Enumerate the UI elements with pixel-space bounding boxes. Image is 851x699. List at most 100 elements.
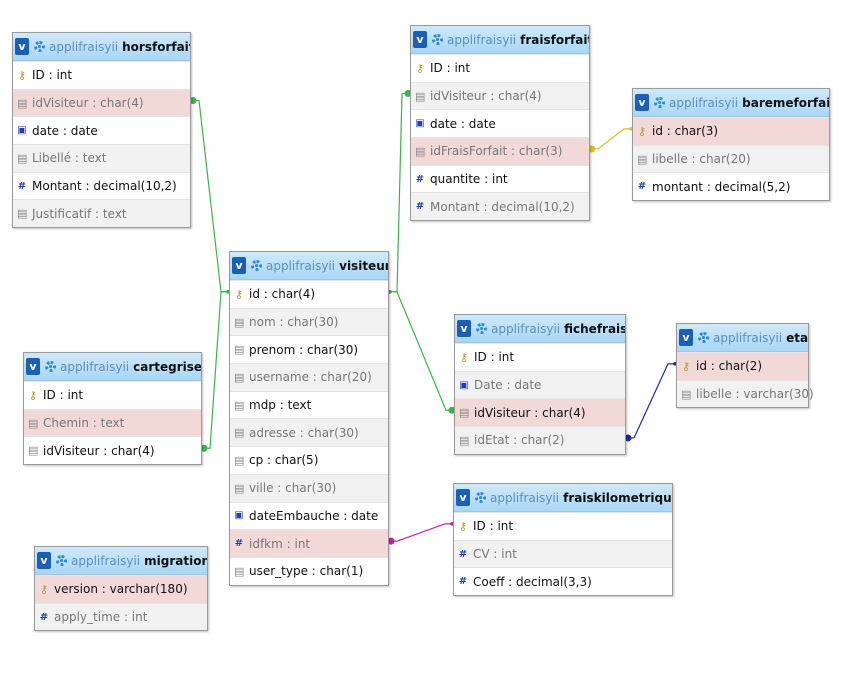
column-row[interactable]: ▤libelle : varchar(30): [677, 379, 814, 408]
column-row[interactable]: #Coeff : decimal(3,3): [454, 567, 672, 595]
column-row[interactable]: ▤Justificatif : text: [13, 199, 190, 228]
collapse-toggle-button[interactable]: v: [37, 552, 51, 569]
gear-icon[interactable]: [34, 41, 45, 52]
column-row[interactable]: ▣date : date: [13, 116, 190, 144]
collapse-toggle-button[interactable]: v: [635, 94, 649, 111]
column-row[interactable]: ▣dateEmbauche : date: [230, 501, 388, 530]
table-name: cartegrise: [133, 359, 201, 374]
column-row[interactable]: #apply_time : int: [35, 602, 207, 631]
key-icon: ⚷: [681, 359, 691, 373]
column-label: cp : char(5): [249, 453, 319, 468]
table-name: etat: [786, 330, 808, 345]
numeric-icon: #: [17, 180, 27, 192]
column-row[interactable]: ▤adresse : char(30): [230, 418, 388, 447]
text-icon: ▤: [17, 207, 28, 221]
column-row[interactable]: ▤prenom : char(30): [230, 335, 388, 363]
gear-icon[interactable]: [476, 323, 487, 334]
column-row[interactable]: #CV : int: [454, 539, 672, 568]
column-row[interactable]: #quantite : int: [411, 164, 589, 193]
text-icon: ▤: [234, 453, 245, 467]
column-row[interactable]: ⚷id : char(2): [677, 352, 808, 380]
gear-icon[interactable]: [698, 332, 709, 343]
column-row[interactable]: ▤idVisiteur : char(4): [411, 81, 589, 110]
numeric-icon: #: [458, 548, 468, 560]
column-row[interactable]: ▤idFraisForfait : char(3): [411, 137, 589, 165]
gear-icon[interactable]: [475, 492, 486, 503]
gear-icon[interactable]: [45, 361, 56, 372]
column-row[interactable]: ▤idVisiteur : char(4): [13, 88, 190, 117]
column-row[interactable]: ▤ Chemin : text: [24, 408, 201, 437]
numeric-icon: #: [458, 576, 468, 588]
column-row[interactable]: ▤ville : char(30): [230, 473, 388, 502]
column-row[interactable]: ⚷ID : int: [24, 381, 201, 409]
column-row[interactable]: ▣date : date: [411, 109, 589, 137]
column-row[interactable]: ▣Date : date: [455, 370, 625, 399]
text-icon: ▤: [234, 398, 245, 412]
gear-icon[interactable]: [654, 97, 665, 108]
database-name: applifraisyii: [669, 95, 739, 110]
column-row[interactable]: ⚷ID : int: [13, 61, 190, 89]
column-row[interactable]: ⚷ID : int: [455, 343, 625, 371]
column-row[interactable]: ▤mdp : text: [230, 390, 388, 419]
column-row[interactable]: ▤idVisiteur : char(4): [24, 436, 201, 464]
collapse-toggle-button[interactable]: v: [457, 320, 471, 337]
gear-icon[interactable]: [56, 555, 67, 566]
column-row[interactable]: ▤libelle : char(20): [633, 144, 829, 173]
collapse-toggle-button[interactable]: v: [15, 38, 29, 55]
text-icon: ▤: [28, 416, 39, 430]
column-row[interactable]: ⚷id : char(4): [230, 280, 388, 308]
column-row[interactable]: ▤idEtat : char(2): [455, 426, 625, 454]
gear-icon[interactable]: [251, 260, 262, 271]
column-row[interactable]: ▤idVisiteur : char(4): [455, 398, 625, 427]
column-label: Chemin : text: [43, 416, 125, 431]
column-row[interactable]: ▤username : char(20): [230, 363, 388, 391]
key-icon: ⚷: [17, 68, 27, 82]
column-row[interactable]: #Montant : decimal(10,2): [411, 192, 589, 221]
column-row[interactable]: ⚷ID : int: [411, 54, 589, 82]
column-row[interactable]: ▤ cp : char(5): [230, 446, 388, 474]
column-label: idVisiteur : char(4): [43, 443, 155, 458]
column-row[interactable]: #Montant : decimal(10,2): [13, 171, 190, 200]
column-row[interactable]: ▤nom : char(30): [230, 307, 388, 336]
column-row[interactable]: ⚷ID : int: [454, 512, 672, 540]
gear-icon[interactable]: [432, 34, 443, 45]
table-header[interactable]: vapplifraisyiietat: [677, 324, 808, 352]
collapse-toggle-button[interactable]: v: [26, 358, 40, 375]
column-row[interactable]: ▤Libellé : text: [13, 144, 190, 172]
text-icon: ▤: [234, 343, 245, 357]
column-row[interactable]: #montant : decimal(5,2): [633, 172, 829, 200]
collapse-toggle-button[interactable]: v: [232, 257, 246, 274]
column-row[interactable]: ⚷version : varchar(180): [35, 575, 207, 603]
collapse-toggle-button[interactable]: v: [456, 489, 470, 506]
table-etat[interactable]: vapplifraisyiietat⚷id : char(2)▤libelle …: [676, 323, 814, 409]
column-label: idfkm : int: [249, 536, 311, 551]
column-row[interactable]: ▤user_type : char(1): [230, 556, 388, 585]
column-row[interactable]: ⚷id : char(3): [633, 117, 829, 145]
column-label: ID : int: [474, 350, 515, 365]
key-icon: ⚷: [28, 388, 38, 402]
column-row[interactable]: #idfkm : int: [230, 529, 388, 557]
collapse-toggle-button[interactable]: v: [413, 31, 427, 48]
key-icon: ⚷: [637, 124, 647, 138]
column-label: version : varchar(180): [54, 582, 188, 597]
database-name: applifraisyii: [266, 258, 336, 273]
collapse-toggle-button[interactable]: v: [679, 329, 693, 346]
key-icon: ⚷: [415, 61, 425, 75]
text-icon: ▤: [234, 481, 245, 495]
